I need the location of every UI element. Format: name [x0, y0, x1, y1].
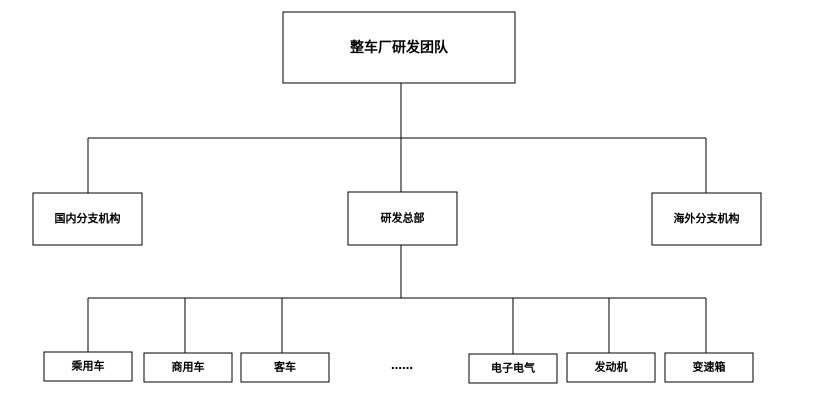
- node-engine: 发动机: [566, 352, 656, 383]
- node-transmission-box: [664, 352, 754, 383]
- node-bus-label: 客车: [273, 360, 296, 374]
- connectors-root: [87, 83, 707, 193]
- node-engine-label: 发动机: [594, 360, 628, 374]
- root-node: 整车厂研发团队: [282, 11, 516, 84]
- connectors-hq: [87, 245, 707, 354]
- node-commercial-vehicle-box: [143, 352, 233, 383]
- node-bus-box: [240, 352, 330, 383]
- ellipsis-label: ……: [391, 359, 413, 372]
- node-overseas-branch-label: 海外分支机构: [674, 211, 740, 225]
- node-electrical: 电子电气: [468, 353, 558, 384]
- node-engine-box: [566, 352, 656, 383]
- node-domestic-branch: 国内分支机构: [32, 192, 143, 246]
- root-node-box: [282, 11, 516, 84]
- node-passenger-car: 乘用车: [43, 351, 133, 382]
- node-rd-headquarters-label: 研发总部: [381, 211, 425, 225]
- node-domestic-branch-box: [32, 192, 143, 246]
- node-electrical-box: [468, 353, 558, 384]
- node-rd-headquarters: 研发总部: [347, 191, 458, 246]
- node-commercial-vehicle-label: 商用车: [172, 360, 205, 374]
- node-rd-headquarters-box: [347, 191, 458, 246]
- node-passenger-car-label: 乘用车: [71, 359, 105, 373]
- node-bus: 客车: [240, 352, 330, 383]
- node-transmission: 变速箱: [664, 352, 754, 383]
- node-commercial-vehicle: 商用车: [143, 352, 233, 383]
- node-domestic-branch-label: 国内分支机构: [55, 211, 121, 225]
- node-transmission-label: 变速箱: [693, 360, 726, 374]
- node-passenger-car-box: [43, 351, 133, 382]
- root-node-label: 整车厂研发团队: [349, 39, 449, 56]
- node-overseas-branch-box: [651, 192, 762, 246]
- node-electrical-label: 电子电气: [491, 361, 535, 375]
- node-overseas-branch: 海外分支机构: [651, 192, 762, 246]
